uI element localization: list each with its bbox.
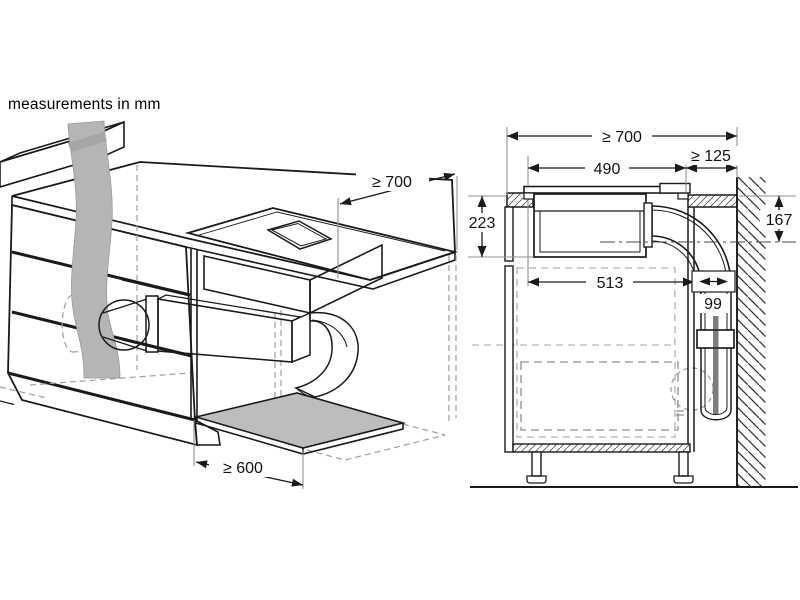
section-view: ≥ 700 490 ≥ 125 [463, 126, 799, 488]
dim-167: 167 [760, 196, 799, 242]
cabinet-leg [531, 451, 542, 477]
hob-section [523, 182, 691, 258]
drawer-gap-lines [121, 277, 193, 358]
dim-label-min-700-perspective: ≥ 700 [372, 174, 412, 191]
round-duct-adapter [98, 299, 150, 351]
cabinet-section [504, 206, 694, 484]
band-beam-crossing [68, 132, 107, 152]
dim-label-223: 223 [469, 215, 496, 232]
air-inlet [659, 182, 691, 194]
dim-223: 223 [463, 196, 501, 257]
dim-label-513: 513 [597, 275, 624, 292]
hidden-round-duct [670, 367, 714, 411]
hob-box-section [533, 193, 647, 258]
cabinet-leg [678, 451, 689, 477]
duct-flange [643, 202, 653, 248]
dim-label-99: 99 [704, 296, 722, 313]
airflow-band [67, 120, 121, 379]
cavity-divider [190, 249, 198, 421]
hob-glass [184, 207, 459, 281]
flat-duct-assembly [98, 294, 303, 363]
dim-label-490: 490 [594, 161, 621, 178]
duct-elbow-perspective [291, 311, 359, 398]
floor-shelf [192, 392, 407, 455]
vent-slot [266, 220, 333, 250]
dim-label-min-125: ≥ 125 [691, 148, 731, 165]
cabinet-back-panel [687, 207, 695, 452]
duct-seam-stripe [713, 316, 719, 414]
dim-min-700-section: ≥ 700 [507, 126, 737, 146]
worktop-section [506, 192, 738, 208]
dim-min-700-perspective: ≥ 700 [337, 169, 458, 278]
dim-label-min-700-section: ≥ 700 [602, 129, 642, 146]
dim-label-min-600: ≥ 600 [223, 460, 263, 477]
cabinet-bottom-panel [512, 443, 691, 453]
dim-490: 490 [528, 158, 686, 178]
dim-label-167: 167 [766, 212, 793, 229]
dim-513: 513 [528, 272, 694, 292]
page-title: measurements in mm [8, 96, 161, 113]
dim-min-600-floor: ≥ 600 [193, 420, 304, 489]
dim-99: 99 [691, 270, 736, 313]
perspective-view: ≥ 700 ≥ 600 [0, 120, 459, 489]
hob-box-perspective [203, 243, 383, 315]
dim-min-125: ≥ 125 [683, 146, 740, 173]
